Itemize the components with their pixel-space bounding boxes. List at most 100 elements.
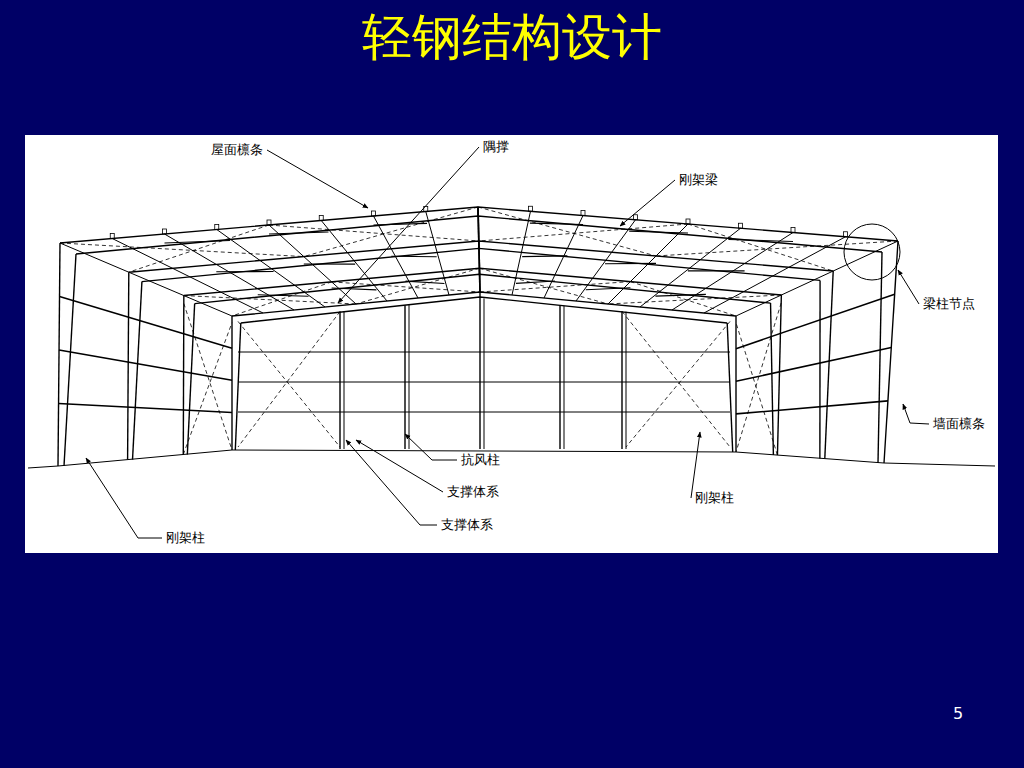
frame-column [231, 316, 232, 450]
roof-purlin [672, 233, 793, 311]
end-wall-brace [238, 321, 340, 447]
frame-rafter [184, 268, 782, 295]
wind-column [344, 311, 345, 449]
end-wall-girt [238, 412, 730, 413]
frame-rafter [60, 207, 898, 243]
end-wall-brace [238, 312, 340, 447]
leader-line [267, 150, 368, 208]
end-wall-brace [622, 311, 730, 447]
roof-brace [269, 225, 479, 241]
end-wall-girt [238, 352, 730, 353]
ridge-joint [478, 241, 479, 248]
purlin-end [163, 229, 167, 234]
wind-column [339, 312, 340, 449]
frame-column [735, 316, 736, 452]
callout-label: 刚架柱 [694, 490, 735, 506]
leader-line [691, 432, 700, 498]
callout-label: 梁柱节点 [922, 296, 976, 312]
fly-brace [522, 255, 567, 257]
fly-brace [688, 270, 745, 271]
drawing-panel [25, 135, 998, 553]
purlin-end [686, 219, 690, 224]
purlin-end [634, 215, 638, 220]
roof-purlin [60, 243, 232, 316]
wind-column [409, 305, 410, 449]
ridge-joint [477, 207, 478, 216]
purlin-end [844, 232, 848, 237]
callout-label: 墙面檩条 [932, 416, 986, 432]
fly-brace [216, 271, 273, 272]
fly-brace [304, 263, 355, 264]
fly-brace [258, 295, 309, 296]
fly-brace [165, 241, 230, 243]
callout-label: 刚架柱 [165, 530, 206, 546]
ground-line [28, 450, 995, 468]
frame-column [133, 282, 142, 460]
callout-label: 支撑体系 [440, 517, 494, 533]
frame-column [183, 296, 185, 455]
callout-label: 隅撑 [482, 139, 510, 155]
wind-column [564, 306, 565, 449]
frame-column [64, 254, 76, 466]
roof-purlin [478, 207, 480, 292]
purlin-end [581, 211, 585, 216]
callout-label: 刚架梁 [678, 172, 719, 188]
fly-brace [374, 223, 428, 225]
frame-column [58, 243, 60, 466]
fly-brace [516, 281, 555, 283]
roof-purlin [478, 207, 480, 292]
fly-brace [605, 263, 656, 264]
purlin-end [319, 216, 323, 221]
wall-girt [736, 348, 891, 382]
purlin-end [372, 211, 376, 216]
leader-line [338, 147, 479, 303]
purlin-end [267, 220, 271, 225]
frame-rafter [195, 274, 771, 303]
wind-column [559, 306, 560, 450]
purlin-end [739, 223, 743, 228]
roof-brace [129, 225, 269, 272]
end-wall-brace [626, 321, 730, 447]
frame-column [727, 323, 733, 452]
wind-column [626, 312, 627, 449]
wall-girt [60, 297, 232, 349]
wind-column [484, 298, 485, 449]
callout-label: 抗风柱 [460, 452, 501, 468]
frame-rafter [76, 216, 882, 254]
fly-brace [655, 294, 705, 296]
wall-girt [59, 404, 232, 413]
frame-column [878, 252, 882, 463]
frame-column [771, 303, 774, 455]
wind-column [479, 298, 480, 449]
fly-brace [530, 223, 583, 224]
leader-line [620, 180, 675, 226]
frame-column [128, 272, 129, 459]
frame-rafter [129, 241, 833, 272]
frame-column [235, 323, 241, 450]
roof-brace [688, 224, 833, 271]
purlin-end [215, 225, 219, 230]
wall-girt [736, 401, 888, 414]
wall-girt [59, 350, 232, 380]
frame-column [777, 295, 781, 455]
leader-line [86, 458, 162, 538]
leader-line [898, 270, 919, 304]
purlin-end [529, 206, 533, 211]
purlin-end [791, 228, 795, 233]
roof-purlin [112, 239, 263, 314]
frame-column [884, 241, 898, 463]
leader-line [346, 440, 437, 525]
ridge-joint [479, 268, 480, 274]
detail-circle [844, 224, 900, 280]
fly-brace [586, 288, 631, 290]
ridge-joint [479, 292, 480, 297]
portal-frame [28, 207, 995, 468]
frame-column [187, 304, 194, 455]
page-number: 5 [952, 706, 964, 722]
roof-brace [608, 295, 781, 304]
wind-column [404, 305, 405, 449]
wall-brace [736, 303, 781, 452]
